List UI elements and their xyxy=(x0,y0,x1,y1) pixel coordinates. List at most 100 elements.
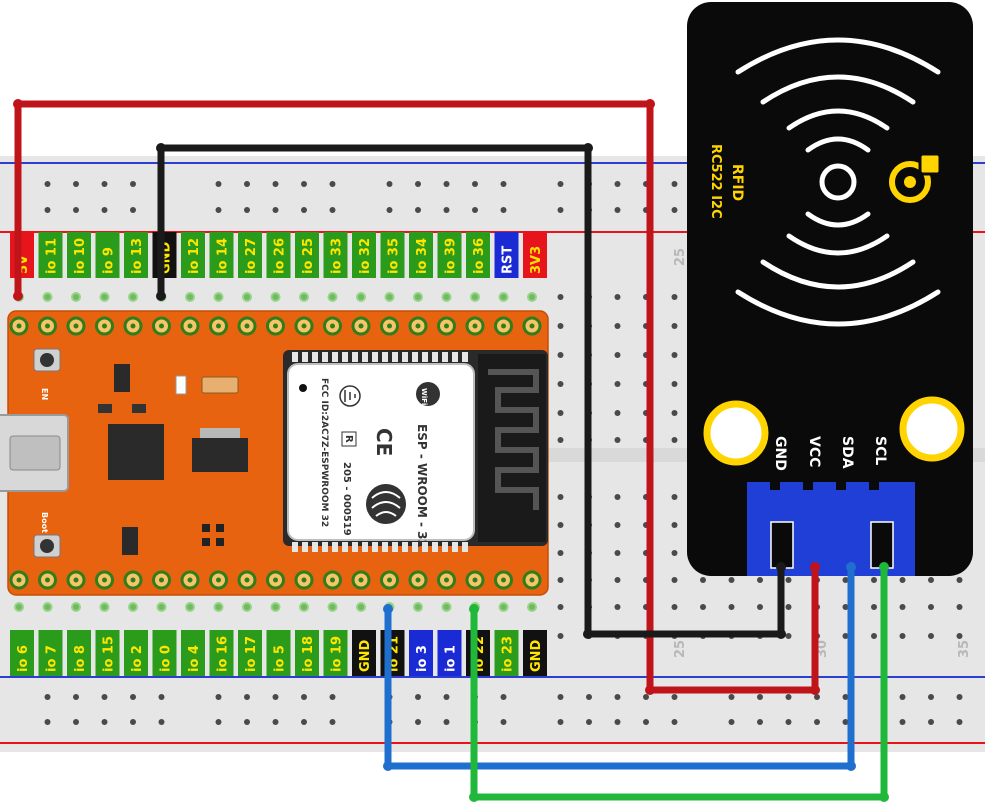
pin-label: io 34 xyxy=(415,238,430,274)
module-pin-top xyxy=(452,352,458,362)
breadboard-hole xyxy=(73,694,79,700)
wire-endpoint xyxy=(583,629,593,639)
breadboard-hole xyxy=(899,719,906,725)
pin-label-box xyxy=(323,630,348,676)
breadboard-hole xyxy=(671,577,678,583)
board-pin-hole xyxy=(102,577,107,583)
breadboard-hole xyxy=(415,181,421,187)
breadboard-hole xyxy=(158,694,165,700)
breadboard-hole xyxy=(44,719,51,725)
breadboard-hole xyxy=(73,181,79,187)
breadboard-hole xyxy=(244,207,250,213)
connected-hole xyxy=(327,292,338,302)
wroom-shield xyxy=(287,363,475,541)
pin-label-box xyxy=(266,232,291,278)
wire-endpoint xyxy=(13,99,23,109)
module-model-text: ESP - WROOM - 32 xyxy=(415,424,429,548)
board-pin-hole xyxy=(387,577,392,583)
connected-hole xyxy=(185,602,195,612)
breadboard-hole xyxy=(671,381,678,387)
rfid-pin-vcc: VCC xyxy=(806,436,822,467)
board-pin-hole xyxy=(216,577,221,583)
rfid-pin-gnd: GND xyxy=(772,436,788,471)
module-pin-bottom xyxy=(322,542,328,552)
column-number-30: 30 xyxy=(815,640,830,658)
connected-hole xyxy=(42,602,53,612)
breadboard-hole xyxy=(614,437,621,443)
breadboard-hole xyxy=(928,633,934,639)
breadboard-hole xyxy=(728,694,735,700)
pin-label: io 23 xyxy=(501,636,516,672)
breadboard-hole xyxy=(443,694,450,700)
breadboard-hole xyxy=(671,494,678,500)
pin-label: io 26 xyxy=(273,238,288,274)
pin-label-box xyxy=(238,630,262,676)
rfid-antenna-arc-1 xyxy=(735,37,941,75)
board-pin-hole xyxy=(187,577,193,583)
regulator-tab xyxy=(200,428,240,438)
pin-label-box xyxy=(67,232,91,278)
breadboard-hole xyxy=(785,694,792,700)
pin-label: io 10 xyxy=(73,238,88,274)
wire-gnd-gnd xyxy=(157,144,785,638)
breadboard-hole xyxy=(785,719,792,725)
breadboard-hole xyxy=(272,719,279,725)
breadboard-hole xyxy=(301,719,307,725)
module-pin-top xyxy=(332,352,338,362)
breadboard-hole xyxy=(842,604,849,610)
pin-label: io 8 xyxy=(73,645,88,672)
breadboard-hole xyxy=(557,550,564,556)
module-pin-bottom xyxy=(352,542,358,552)
module-pin-top xyxy=(322,352,328,362)
pin-label-box xyxy=(238,232,262,278)
breadboard-hole xyxy=(614,181,621,187)
rfid-antenna-arc-2 xyxy=(760,74,916,105)
breadboard-hole xyxy=(614,604,621,610)
module-pin-bottom xyxy=(302,542,308,552)
pin-label: 3V3 xyxy=(529,246,544,274)
breadboard-hole xyxy=(272,694,279,700)
pin-label: io 15 xyxy=(102,636,117,672)
board-pin-hole xyxy=(73,577,79,583)
breadboard-hole xyxy=(73,207,79,213)
pin-label: RST xyxy=(501,246,516,274)
pin-label-box xyxy=(10,630,34,676)
breadboard-hole xyxy=(215,207,222,213)
pin-label: io 17 xyxy=(244,636,259,672)
pin-label: io 7 xyxy=(45,645,60,672)
connected-hole xyxy=(327,602,338,612)
connected-hole xyxy=(242,292,252,302)
breadboard-hole xyxy=(928,719,934,725)
rfid-brand-icon-inner xyxy=(904,176,916,188)
transistor-top xyxy=(114,364,130,392)
wire-endpoint xyxy=(469,792,479,802)
connected-hole xyxy=(527,602,537,612)
breadboard-hole xyxy=(614,207,621,213)
board-pin-hole xyxy=(216,323,221,329)
breadboard-hole xyxy=(500,207,507,213)
rfid-brand-icon xyxy=(889,161,931,203)
board-pin-hole xyxy=(16,323,22,329)
board-pin-hole xyxy=(130,323,136,329)
breadboard-hole xyxy=(44,694,51,700)
rfid-pin-sda: SDA xyxy=(839,436,855,469)
breadboard-hole xyxy=(671,181,678,187)
connected-hole xyxy=(441,602,452,612)
module-pin-bottom xyxy=(392,542,398,552)
connected-hole xyxy=(270,292,281,302)
breadboard-hole xyxy=(928,577,934,583)
breadboard-hole xyxy=(557,352,564,358)
antenna-trace xyxy=(488,369,539,510)
wire-endpoint xyxy=(879,792,889,802)
breadboard-hole xyxy=(557,381,564,387)
breadboard-hole xyxy=(671,207,678,213)
breadboard-hole xyxy=(785,577,792,583)
r-mark: R xyxy=(343,435,354,443)
pin-label: io 33 xyxy=(330,238,345,274)
breadboard-hole xyxy=(244,719,250,725)
breadboard-hole xyxy=(557,323,564,329)
boot-button-label: Boot xyxy=(40,512,49,533)
module-pin-bottom xyxy=(462,542,468,552)
breadboard-hole xyxy=(101,207,108,213)
